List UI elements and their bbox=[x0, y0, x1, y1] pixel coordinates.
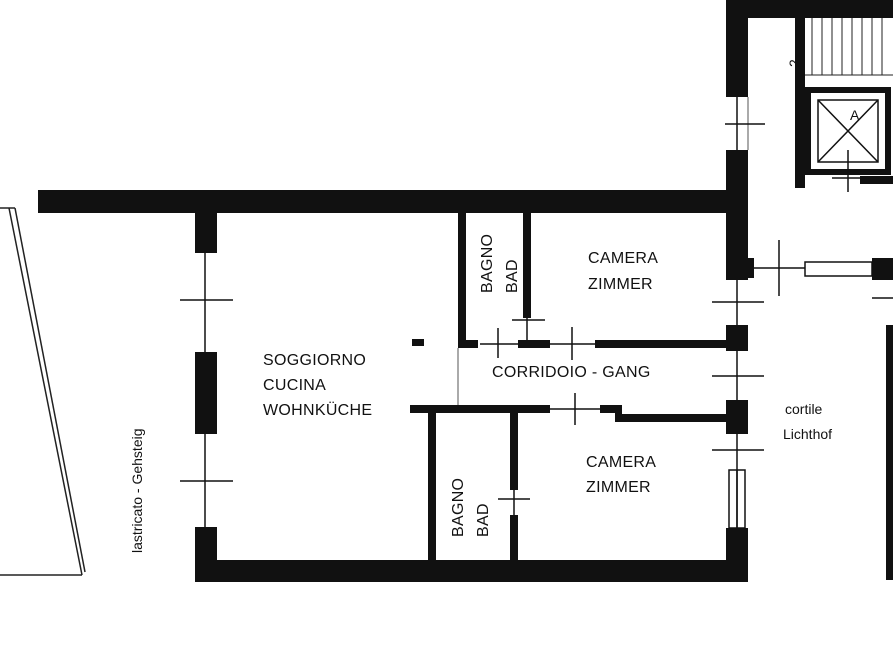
room-top-label-1: CAMERA bbox=[588, 250, 658, 267]
room-bottom-label-2: ZIMMER bbox=[586, 479, 651, 496]
corridor-south-wall-b bbox=[600, 405, 622, 413]
elevator-label: A bbox=[850, 107, 860, 123]
north-east-window bbox=[754, 240, 893, 299]
corridor-south-wall-a bbox=[410, 405, 550, 413]
stair bbox=[805, 18, 893, 76]
bath-top-south-wall bbox=[458, 340, 478, 348]
bath-top-west-wall bbox=[458, 213, 466, 343]
bath-bottom-label-1: BAGNO bbox=[450, 478, 467, 537]
stair-left-wall bbox=[795, 18, 805, 188]
bath-top-south-wall-2 bbox=[518, 340, 550, 348]
corridor-label: CORRIDOIO - GANG bbox=[492, 364, 651, 381]
west-wall-bottom bbox=[195, 527, 217, 567]
courtyard-east-wall bbox=[886, 325, 893, 580]
door-ticks bbox=[480, 318, 600, 515]
bath-top-label-2: BAD bbox=[504, 259, 521, 293]
corridor-south-wall-d bbox=[615, 414, 735, 422]
east-wall-joint-2 bbox=[726, 400, 748, 434]
east-openings bbox=[712, 97, 765, 529]
living-label-1: SOGGIORNO bbox=[263, 352, 366, 369]
living-label-3: WOHNKÜCHE bbox=[263, 401, 372, 419]
stair-number-label: 2 bbox=[786, 59, 802, 67]
bath-bottom-east-wall bbox=[510, 410, 518, 490]
windows-west bbox=[180, 253, 233, 527]
corridor-south-wall-c bbox=[615, 405, 622, 419]
stair-top-wall bbox=[748, 0, 893, 18]
courtyard-label-2: Lichthof bbox=[783, 426, 832, 442]
bath-top-east-wall bbox=[523, 213, 531, 318]
north-wall bbox=[38, 190, 738, 213]
sidewalk-label: lastricato - Gehsteig bbox=[129, 429, 145, 554]
exterior-walls bbox=[38, 0, 893, 582]
north-east-stub bbox=[738, 258, 754, 278]
bath-bottom-label-2: BAD bbox=[475, 503, 492, 537]
bath-bottom-east-wall-b bbox=[510, 515, 518, 565]
room-top-south-wall bbox=[595, 340, 735, 348]
west-wall-top bbox=[195, 213, 217, 253]
interior-walls bbox=[410, 213, 735, 565]
sidewalk-outline bbox=[0, 207, 86, 576]
east-wall-lower bbox=[726, 528, 748, 582]
kitchen-marker bbox=[412, 339, 424, 346]
bath-top-label-1: BAGNO bbox=[479, 234, 496, 293]
stair-lower-wall bbox=[860, 176, 893, 184]
living-label-2: CUCINA bbox=[263, 377, 326, 394]
courtyard-label-1: cortile bbox=[785, 401, 823, 417]
east-wall-room bbox=[726, 150, 748, 280]
south-wall bbox=[195, 560, 747, 582]
north-east-stub-2 bbox=[872, 258, 893, 280]
bath-bottom-west-wall bbox=[428, 405, 436, 565]
room-top-label-2: ZIMMER bbox=[588, 276, 653, 293]
room-bottom-label-1: CAMERA bbox=[586, 454, 656, 471]
elevator bbox=[805, 87, 891, 192]
room-labels: SOGGIORNO CUCINA WOHNKÜCHE CAMERA ZIMMER… bbox=[129, 59, 860, 553]
west-wall-mid bbox=[195, 352, 217, 434]
east-wall-upper bbox=[726, 0, 748, 97]
